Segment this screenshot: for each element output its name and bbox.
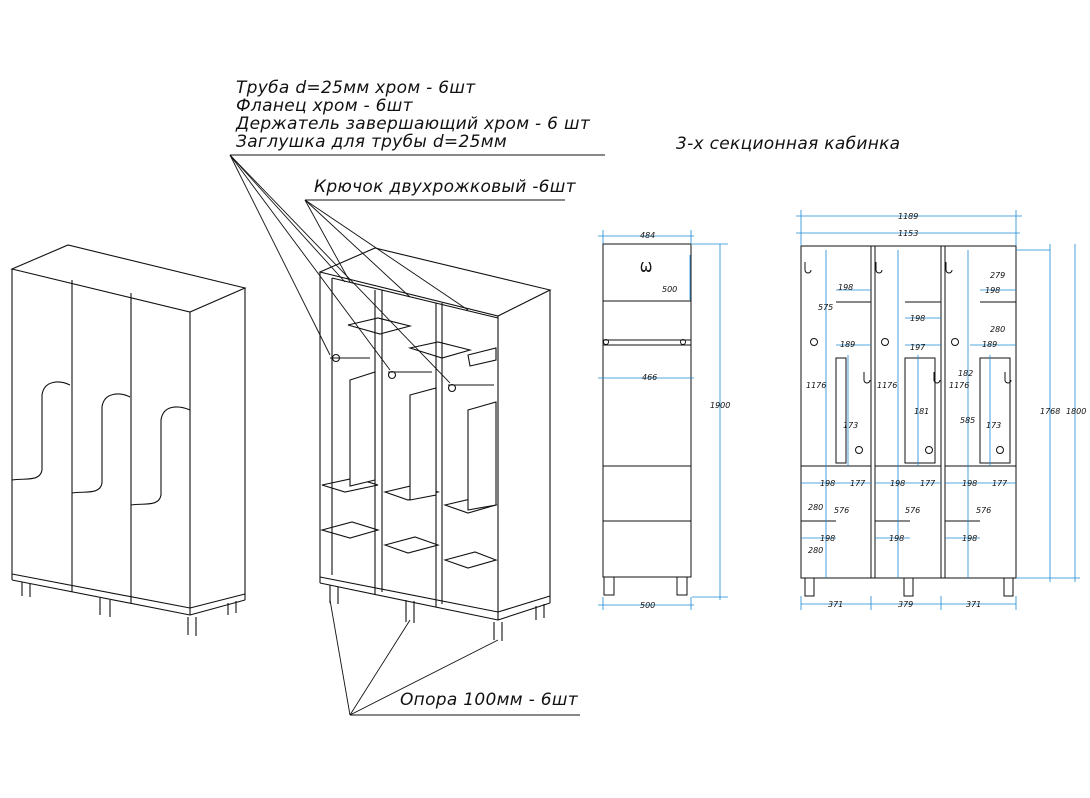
dim-173-b: 173 xyxy=(986,421,1001,430)
note-flange: Фланец хром - 6шт xyxy=(236,96,413,116)
note-leg: Опора 100мм - 6шт xyxy=(400,690,578,710)
dim-shelf-height: 500 xyxy=(662,285,677,294)
closed-cabinet-view xyxy=(10,244,247,636)
dim-279: 279 xyxy=(990,271,1005,280)
dim-198-mid-a: 198 xyxy=(820,479,835,488)
dim-outer-width: 1189 xyxy=(898,212,918,221)
dim-1800: 1800 xyxy=(1066,407,1086,416)
note-holder: Держатель завершающий хром - 6 шт xyxy=(236,114,591,134)
dim-576-c: 576 xyxy=(976,506,991,515)
dim-top-depth: 484 xyxy=(640,231,655,240)
dim-189-b: 189 xyxy=(982,340,997,349)
dim-189-a: 189 xyxy=(840,340,855,349)
dim-177-c: 177 xyxy=(992,479,1008,488)
dim-576-a: 576 xyxy=(834,506,849,515)
dim-1768: 1768 xyxy=(1040,407,1060,416)
dim-173-a: 173 xyxy=(843,421,858,430)
dim-total-height: 1900 xyxy=(710,401,730,410)
dim-182: 182 xyxy=(958,369,973,378)
dim-371-b: 371 xyxy=(966,600,981,609)
svg-text:Ѡ: Ѡ xyxy=(640,261,652,276)
dim-280-b: 280 xyxy=(808,503,823,512)
dim-177-a: 177 xyxy=(850,479,866,488)
dim-198-low-b: 198 xyxy=(889,534,904,543)
dim-198-low-c: 198 xyxy=(962,534,977,543)
side-view: Ѡ 484 500 466 1900 500 xyxy=(598,230,730,610)
dim-198-top-mid: 198 xyxy=(910,314,925,323)
front-view: 1189 1153 279 198 575 198 198 280 189 19… xyxy=(796,210,1086,610)
dim-576-b: 576 xyxy=(905,506,920,515)
dim-inner-depth: 466 xyxy=(642,373,657,382)
leader-lines xyxy=(229,154,605,716)
dim-575: 575 xyxy=(818,303,833,312)
dim-198-mid-c: 198 xyxy=(962,479,977,488)
dim-198-low-a: 198 xyxy=(820,534,835,543)
dim-1176-b: 1176 xyxy=(877,381,897,390)
dim-198-top-right: 198 xyxy=(985,286,1000,295)
dim-inner-width: 1153 xyxy=(898,229,918,238)
dim-bottom-depth: 500 xyxy=(640,601,655,610)
dim-197: 197 xyxy=(910,343,926,352)
drawing-title: 3-х секционная кабинка xyxy=(676,134,901,154)
note-hook: Крючок двухрожковый -6шт xyxy=(314,177,576,197)
dim-177-b: 177 xyxy=(920,479,936,488)
dim-1176-c: 1176 xyxy=(949,381,969,390)
dim-280-top: 280 xyxy=(990,325,1005,334)
dim-198-mid-b: 198 xyxy=(890,479,905,488)
dim-181: 181 xyxy=(914,407,929,416)
dim-585: 585 xyxy=(960,416,975,425)
dim-371-a: 371 xyxy=(828,600,843,609)
note-plug: Заглушка для трубы d=25мм xyxy=(236,132,507,152)
dim-1176-a: 1176 xyxy=(806,381,826,390)
dim-198-top-left: 198 xyxy=(838,283,853,292)
open-cabinet-view xyxy=(318,247,552,641)
dim-379: 379 xyxy=(898,600,913,609)
note-pipe: Труба d=25мм хром - 6шт xyxy=(236,78,476,98)
dim-280-c: 280 xyxy=(808,546,823,555)
